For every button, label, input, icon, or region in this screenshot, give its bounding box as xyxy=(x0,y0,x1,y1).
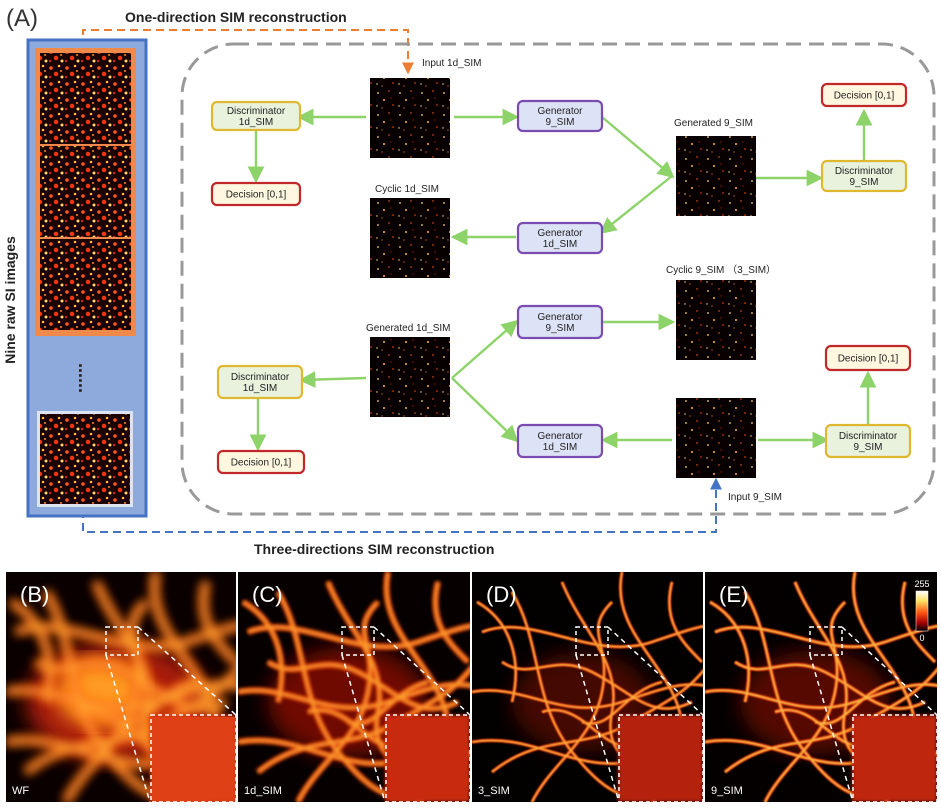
raw-image-2 xyxy=(40,146,131,237)
raw-image-1 xyxy=(40,53,131,144)
bottom-title: Three-directions SIM reconstruction xyxy=(254,541,494,557)
generated-1d-image xyxy=(370,337,450,417)
panel-a-label: (A) xyxy=(6,5,38,32)
panel-c-label: (C) xyxy=(252,582,283,607)
input-9-label: Input 9_SIM xyxy=(728,492,782,503)
node-text: Discriminator xyxy=(227,106,286,117)
raw-image-3 xyxy=(40,239,131,330)
colorbar xyxy=(915,590,929,632)
node-text: 1d_SIM xyxy=(543,442,577,453)
panel-c: (C) 1d_SIM xyxy=(238,572,471,803)
flow-arrows xyxy=(247,108,877,452)
top-dashed-connector xyxy=(82,29,414,75)
generated-9-image xyxy=(676,136,756,216)
input-1d-image xyxy=(370,78,450,158)
node-dec-top-right: Decision [0,1] xyxy=(820,82,908,108)
input-9-image xyxy=(676,398,756,478)
panel-c-sub: 1d_SIM xyxy=(244,785,282,797)
panel-d-sub: 3_SIM xyxy=(478,785,510,797)
top-title: One-direction SIM reconstruction xyxy=(125,9,347,25)
node-text: 9_SIM xyxy=(850,177,879,188)
panel-d: (D) 3_SIM xyxy=(472,572,704,803)
panel-b-sub: WF xyxy=(12,785,29,797)
node-dec-bot-left: Decision [0,1] xyxy=(216,449,306,475)
panel-b: (B) WF xyxy=(6,572,237,803)
node-text: 1d_SIM xyxy=(239,117,273,128)
panel-e-label: (E) xyxy=(719,582,748,607)
node-text: 1d_SIM xyxy=(243,383,277,394)
node-text: Decision [0,1] xyxy=(231,458,292,469)
generated-9-label: Generated 9_SIM xyxy=(674,118,753,129)
cycle-gan-region xyxy=(180,42,936,516)
side-label: Nine raw SI images xyxy=(2,236,18,364)
bottom-dashed-connector xyxy=(82,477,722,533)
node-dec-top-left: Decision [0,1] xyxy=(210,181,302,207)
node-text: 9_SIM xyxy=(854,442,883,453)
node-text: Discriminator xyxy=(231,372,290,383)
node-text: 1d_SIM xyxy=(543,239,577,250)
colorbar-min: 0 xyxy=(919,633,924,643)
ellipsis: ...... xyxy=(75,363,95,393)
input-1d-label: Input 1d_SIM xyxy=(422,58,481,69)
cyclic-9-image xyxy=(676,280,756,360)
node-text: Decision [0,1] xyxy=(838,354,899,365)
colorbar-max: 255 xyxy=(914,579,929,589)
cyclic-9-label: Cyclic 9_SIM （3_SIM） xyxy=(666,264,776,276)
cyclic-1d-image xyxy=(370,198,450,278)
node-text: Discriminator xyxy=(839,431,898,442)
generated-1d-label: Generated 1d_SIM xyxy=(366,323,451,334)
node-text: 9_SIM xyxy=(546,323,575,334)
node-text: Generator xyxy=(537,106,583,117)
raw-image-9 xyxy=(40,414,130,504)
node-text: 9_SIM xyxy=(546,117,575,128)
node-text: Decision [0,1] xyxy=(834,91,895,102)
cyclic-1d-label: Cyclic 1d_SIM xyxy=(375,184,439,195)
panel-e-sub: 9_SIM xyxy=(711,785,743,797)
node-text: Generator xyxy=(537,312,583,323)
node-text: Generator xyxy=(537,431,583,442)
node-text: Discriminator xyxy=(835,166,894,177)
node-text: Generator xyxy=(537,228,583,239)
panel-e: (E) 9_SIM 255 0 xyxy=(705,572,938,803)
node-dec-bot-right: Decision [0,1] xyxy=(824,344,912,372)
panel-b-label: (B) xyxy=(20,582,49,607)
panel-d-label: (D) xyxy=(486,582,517,607)
node-text: Decision [0,1] xyxy=(226,190,287,201)
